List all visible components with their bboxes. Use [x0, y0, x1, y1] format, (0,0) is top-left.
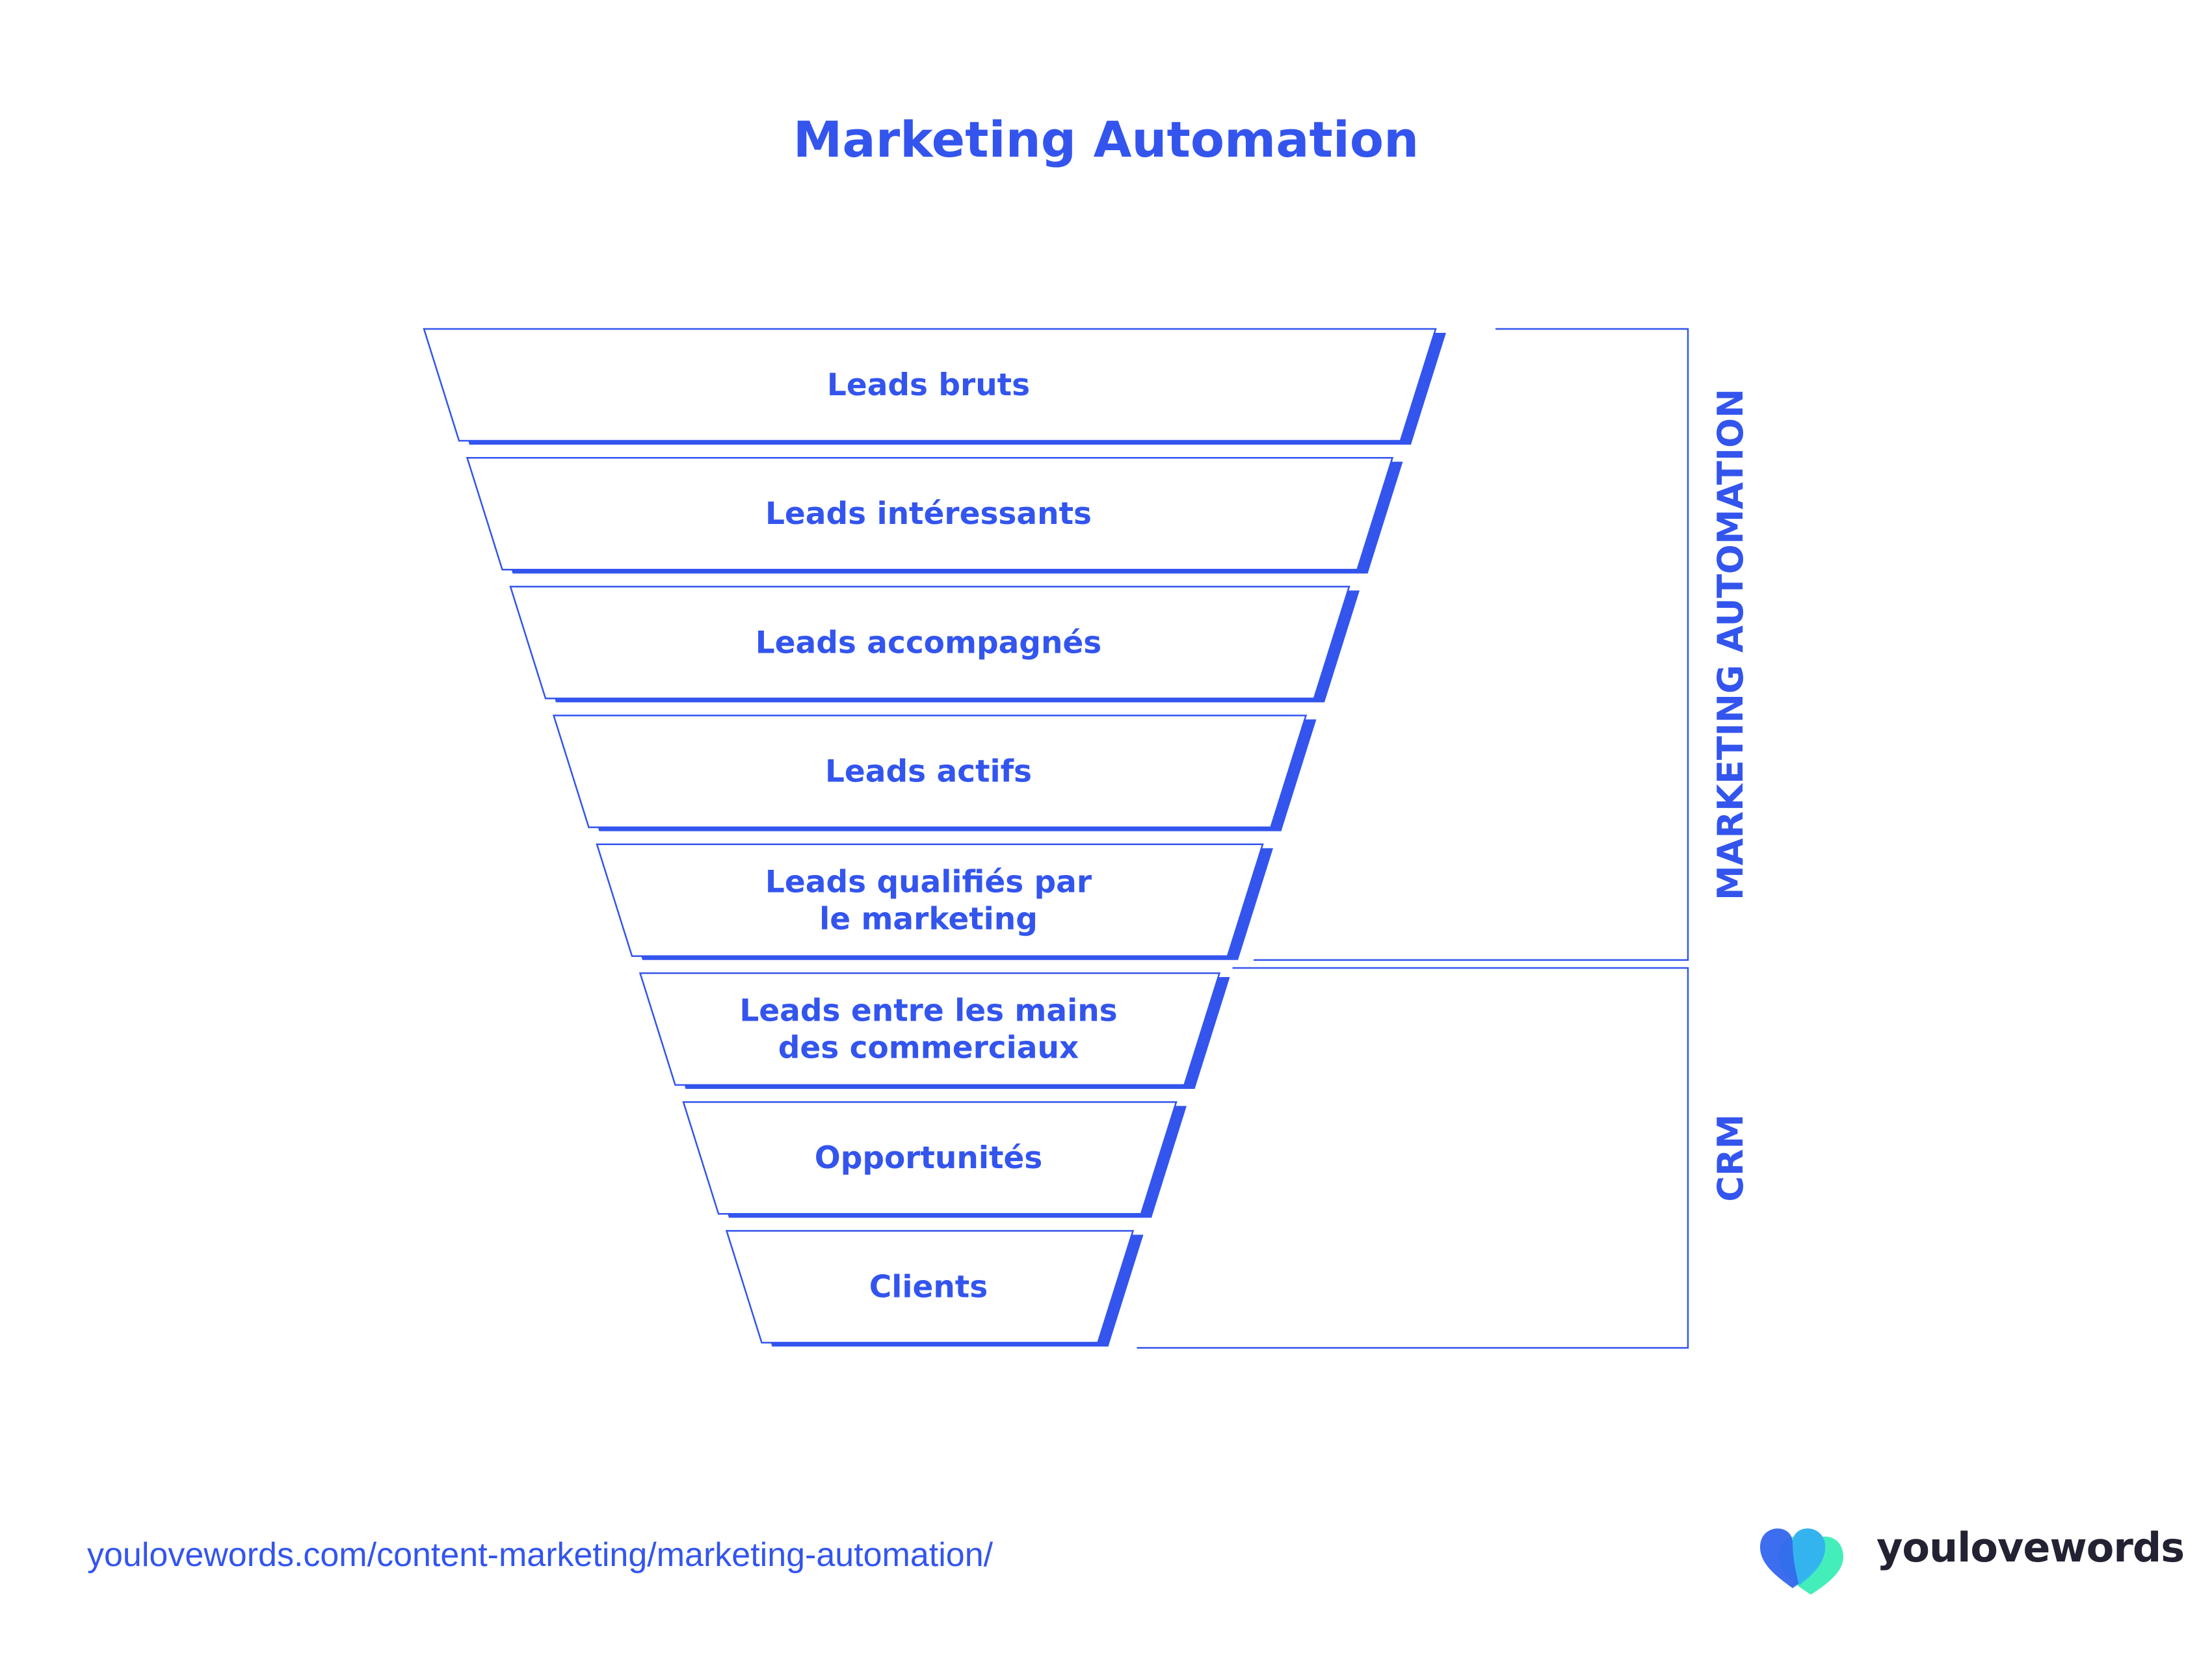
- funnel-stage: Leads actifs: [552, 714, 1317, 831]
- bracket-label: MARKETING AUTOMATION: [1710, 389, 1751, 900]
- stage-shape: [509, 586, 1350, 699]
- stage-shape: [423, 328, 1437, 442]
- funnel-stage: Clients: [725, 1230, 1144, 1347]
- stage-shape: [682, 1101, 1178, 1215]
- bracket-label: CRM: [1710, 1114, 1751, 1202]
- stage-shape: [552, 714, 1308, 828]
- funnel-stage: Leads accompagnés: [509, 586, 1360, 703]
- stage-label: Leads entre les mains: [739, 993, 1117, 1029]
- stage-shape: [466, 456, 1394, 571]
- bracket-line: [1254, 328, 1689, 961]
- stage-label: Leads actifs: [825, 754, 1032, 790]
- funnel-stage: Leads bruts: [423, 328, 1446, 445]
- bracket-line: [1137, 967, 1689, 1349]
- stage-shape: [639, 972, 1221, 1086]
- stage-label: Clients: [869, 1269, 988, 1305]
- footer-url[interactable]: youlovewords.com/content-marketing/marke…: [87, 1536, 994, 1574]
- stage-label: le marketing: [819, 901, 1038, 937]
- stage-label: Opportunités: [815, 1140, 1043, 1176]
- double-heart-logo-icon: [1760, 1528, 1843, 1595]
- stage-label: Leads intéressants: [765, 496, 1092, 532]
- stage-label: Leads accompagnés: [756, 625, 1102, 660]
- stage-shape: [725, 1230, 1135, 1344]
- funnel-stage: Opportunités: [682, 1101, 1187, 1218]
- brand-name[interactable]: youlovewords: [1876, 1524, 2185, 1571]
- page-title: Marketing Automation: [793, 111, 1419, 168]
- stage-label: Leads qualifiés par: [765, 864, 1092, 900]
- bracket: CRM: [1137, 967, 1751, 1349]
- stage-shape: [596, 843, 1264, 958]
- funnel-stage: Leads intéressants: [466, 456, 1403, 574]
- stage-label: des commerciaux: [778, 1030, 1079, 1066]
- bracket: MARKETING AUTOMATION: [1254, 328, 1751, 961]
- stage-label: Leads bruts: [827, 367, 1030, 403]
